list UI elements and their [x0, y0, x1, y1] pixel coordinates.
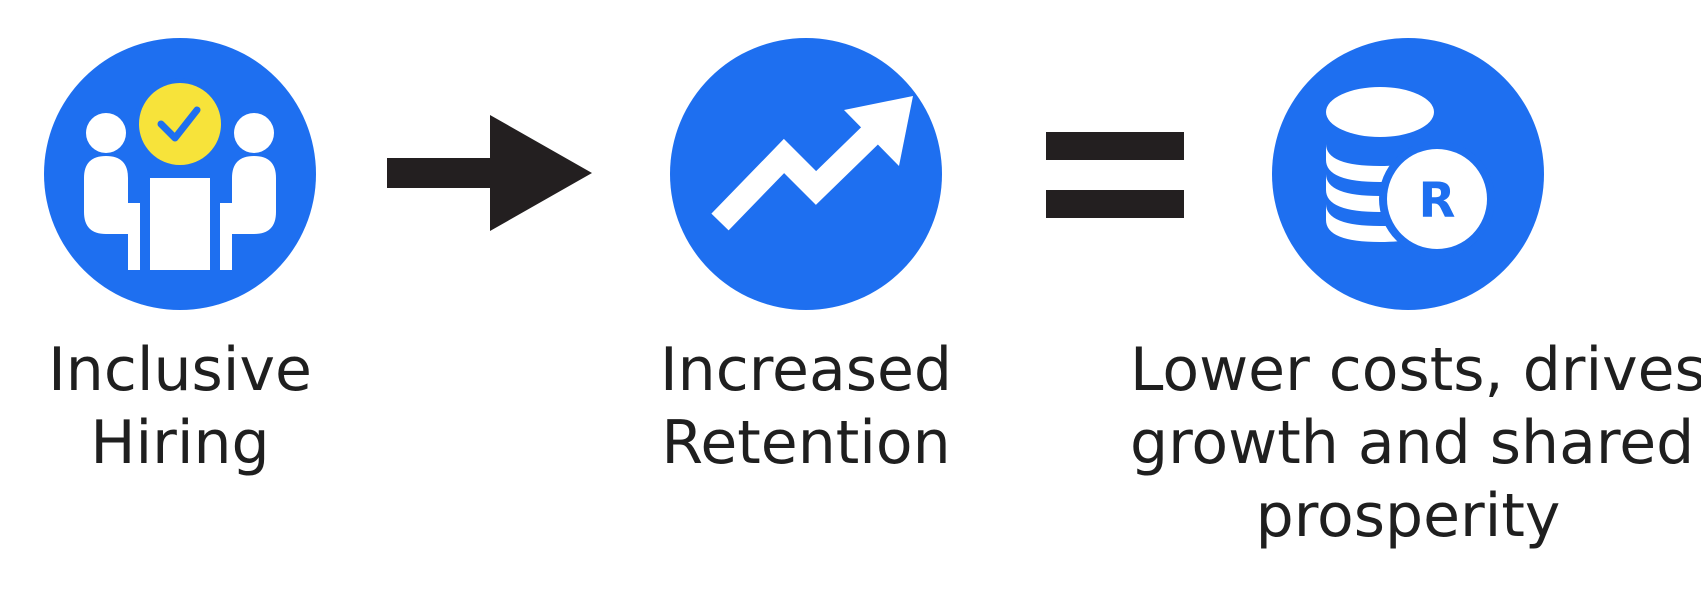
rand-coin	[1387, 149, 1487, 249]
check-badge	[139, 83, 221, 165]
right-person-body	[220, 156, 276, 270]
rand-symbol: R	[1419, 173, 1456, 229]
inclusive-hiring-icon	[44, 38, 316, 310]
right-person-head	[234, 113, 274, 153]
trend-line	[711, 105, 901, 231]
step-label-increased-retention: Increased Retention	[646, 334, 966, 480]
label-line: Increased	[659, 335, 952, 405]
left-person-body	[84, 156, 140, 270]
left-person-head	[86, 113, 126, 153]
trend-arrowhead	[844, 96, 913, 166]
equals-icon	[1046, 132, 1184, 218]
label-line: Lower costs, drives	[1130, 335, 1701, 405]
icon-circle	[44, 38, 316, 310]
trending-up-icon	[670, 38, 942, 310]
check-icon	[157, 106, 201, 142]
label-line: Retention	[661, 408, 951, 478]
label-line: Inclusive	[48, 335, 312, 405]
step-label-outcome: Lower costs, drives growth and shared pr…	[1130, 334, 1701, 553]
label-line: growth and shared	[1130, 408, 1695, 478]
table	[150, 178, 210, 270]
label-line: prosperity	[1255, 481, 1561, 551]
coins-rand-icon: R	[1272, 38, 1544, 310]
arrow-right-icon	[387, 115, 592, 231]
step-label-inclusive-hiring: Inclusive Hiring	[20, 334, 340, 480]
label-line: Hiring	[90, 408, 270, 478]
